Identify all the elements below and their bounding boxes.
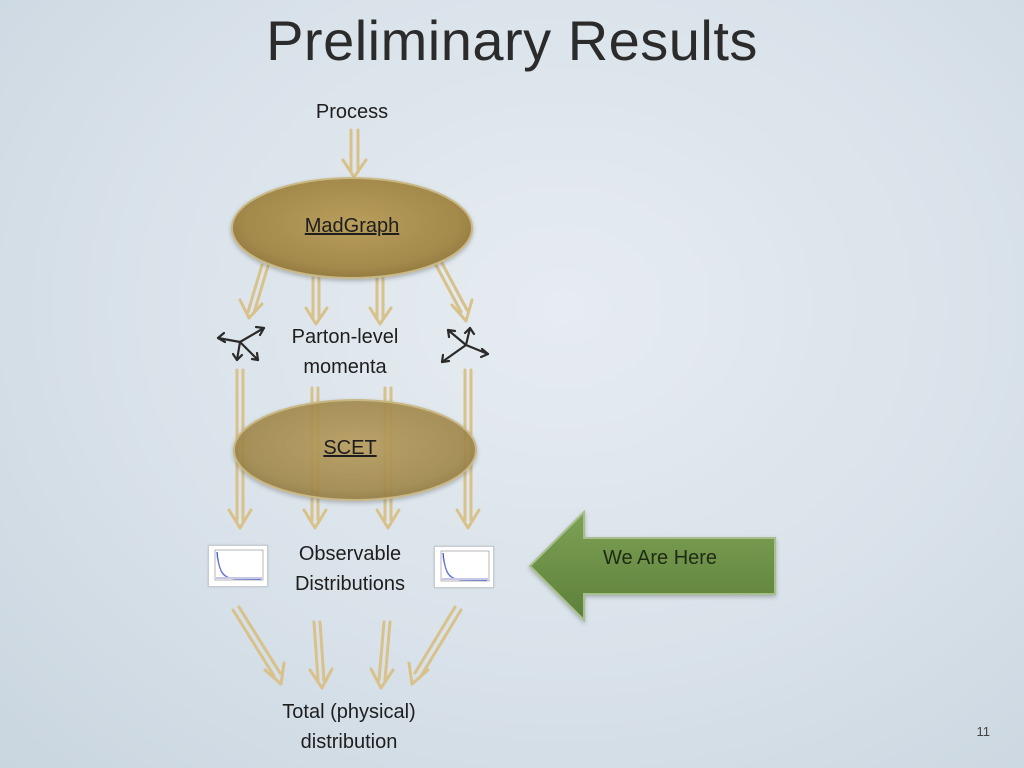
arrow-madgraph-out-2	[304, 276, 329, 326]
parton-label-line1: Parton-level	[291, 326, 399, 348]
observable-label-line2: Distributions	[294, 573, 406, 595]
observable-label: Observable Distributions	[270, 539, 430, 599]
we-are-here-label: We Are Here	[602, 547, 718, 569]
process-label: Process	[315, 101, 389, 123]
madgraph-link[interactable]: MadGraph	[304, 215, 400, 237]
parton-label-line2: momenta	[303, 356, 387, 378]
we-are-here-arrow	[528, 509, 776, 623]
total-label: Total (physical) distribution	[259, 697, 439, 757]
arrow-madgraph-out-3	[368, 276, 393, 326]
arrow-to-total-1	[231, 605, 286, 686]
distribution-plot-thumbnail-right	[434, 546, 494, 588]
distribution-plot-thumbnail-left	[208, 545, 268, 587]
arrow-to-total-3	[369, 620, 395, 690]
scet-ellipse	[233, 399, 477, 501]
arrow-process-to-madgraph	[341, 128, 368, 179]
total-label-line2: distribution	[300, 731, 398, 753]
observable-label-line1: Observable	[298, 543, 402, 565]
arrow-to-total-4	[407, 605, 463, 686]
arrow-madgraph-out-1	[238, 263, 270, 320]
page-number: 11	[976, 724, 991, 739]
madgraph-ellipse	[231, 177, 473, 279]
momentum-icon-right	[440, 326, 490, 364]
parton-label: Parton-level momenta	[270, 322, 420, 382]
slide-title: Preliminary Results	[266, 9, 758, 72]
total-label-line1: Total (physical)	[282, 701, 416, 723]
scet-link[interactable]: SCET	[323, 437, 377, 459]
momentum-icon-left	[216, 325, 266, 362]
arrow-madgraph-out-4	[434, 261, 474, 323]
arrow-to-total-2	[308, 620, 334, 690]
